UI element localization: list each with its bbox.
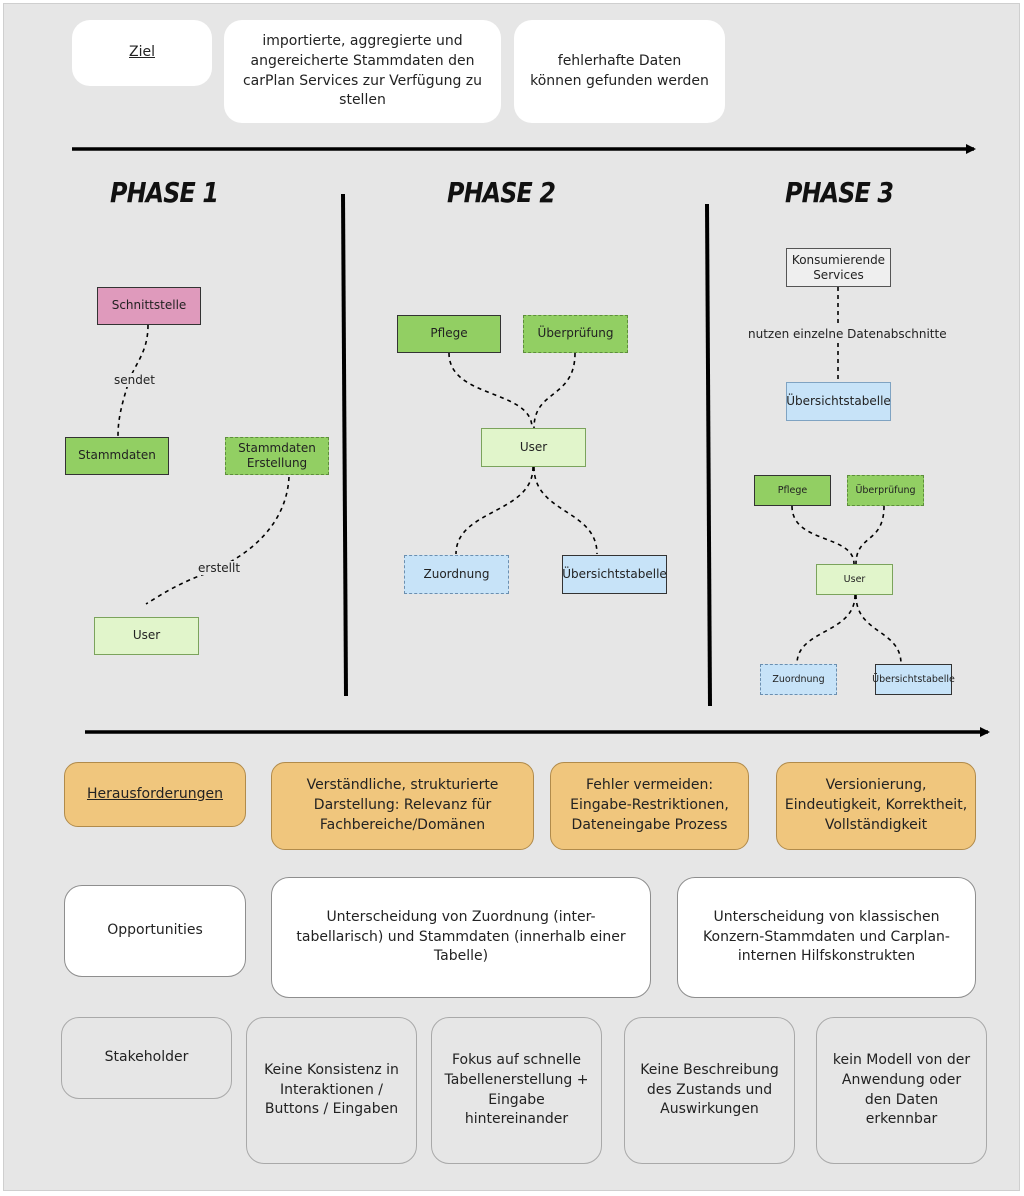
stakeholder-card-3: Keine Beschreibung des Zustands und Ausw… — [624, 1017, 795, 1164]
connector-p3-ueberpruefung-user — [855, 505, 885, 565]
stakeholder-card-2: Fokus auf schnelle Tabellenerstellung + … — [431, 1017, 602, 1164]
node-uebersichtstabelle-p2: Übersichtstabelle — [562, 555, 667, 594]
node-user-p1: User — [94, 617, 199, 655]
connector-p3-user-zuordnung — [796, 594, 856, 665]
stakeholder-card-4: kein Modell von der Anwendung oder den D… — [816, 1017, 987, 1164]
node-p3-user: User — [816, 564, 893, 595]
stakeholder-label: Stakeholder — [61, 1017, 232, 1099]
node-user-p2: User — [481, 428, 586, 467]
node-stammdaten: Stammdaten — [65, 437, 169, 475]
stakeholder-card-1: Keine Konsistenz in Interaktionen / Butt… — [246, 1017, 417, 1164]
node-zuordnung: Zuordnung — [404, 555, 509, 594]
connector-p3-user-uebersicht — [855, 594, 902, 665]
goal-card-1: importierte, aggregierte und angereicher… — [224, 20, 501, 123]
opportunity-card-2: Unterscheidung von klassischen Konzern-S… — [677, 877, 976, 998]
connector-p3-pflege-user — [791, 505, 855, 565]
label-erstellt: erstellt — [196, 561, 243, 575]
phase-2-title: PHASE 2 — [447, 176, 556, 209]
opportunity-card-1: Unterscheidung von Zuordnung (inter-tabe… — [271, 877, 651, 998]
node-schnittstelle: Schnittstelle — [97, 287, 201, 325]
challenges-label: Herausforderungen — [64, 762, 246, 827]
node-stammdaten-erstellung: Stammdaten Erstellung — [225, 437, 329, 475]
challenge-card-3: Versionierung, Eindeutigkeit, Korrekthei… — [776, 762, 976, 850]
goal-label: Ziel — [72, 20, 212, 86]
opportunities-label: Opportunities — [64, 885, 246, 977]
connector-user-uebersicht — [533, 466, 598, 555]
whiteboard: Ziel importierte, aggregierte und angere… — [3, 3, 1020, 1191]
goal-card-2: fehlerhafte Daten können gefunden werden — [514, 20, 725, 123]
node-p3-uebersichtstabelle: Übersichtstabelle — [872, 664, 955, 695]
node-ueberpruefung: Überprüfung — [523, 315, 628, 353]
node-konsumierende-services: Konsumierende Services — [786, 248, 891, 287]
node-p3-zuordnung: Zuordnung — [760, 664, 837, 695]
label-sendet: sendet — [112, 373, 157, 387]
connector-user-zuordnung — [455, 466, 534, 555]
phase-divider-2 — [705, 203, 712, 707]
label-nutzen: nutzen einzelne Datenabschnitte — [746, 327, 949, 341]
connector-pflege-user — [448, 352, 533, 429]
node-p3-ueberpruefung: Überprüfung — [847, 475, 924, 506]
challenge-card-2: Fehler vermeiden: Eingabe-Restriktionen,… — [550, 762, 749, 850]
connector-erstellung-user — [145, 476, 290, 605]
node-pflege: Pflege — [397, 315, 501, 353]
connector-layer — [72, 144, 990, 737]
phase-divider-1 — [341, 193, 348, 697]
challenge-card-1: Verständliche, strukturierte Darstellung… — [271, 762, 534, 850]
phase-3-title: PHASE 3 — [785, 176, 894, 209]
node-uebersichtstabelle-p3-top: Übersichtstabelle — [786, 382, 891, 421]
connector-ueberpruefung-user — [533, 352, 576, 429]
phase-1-title: PHASE 1 — [110, 176, 219, 209]
node-p3-pflege: Pflege — [754, 475, 831, 506]
